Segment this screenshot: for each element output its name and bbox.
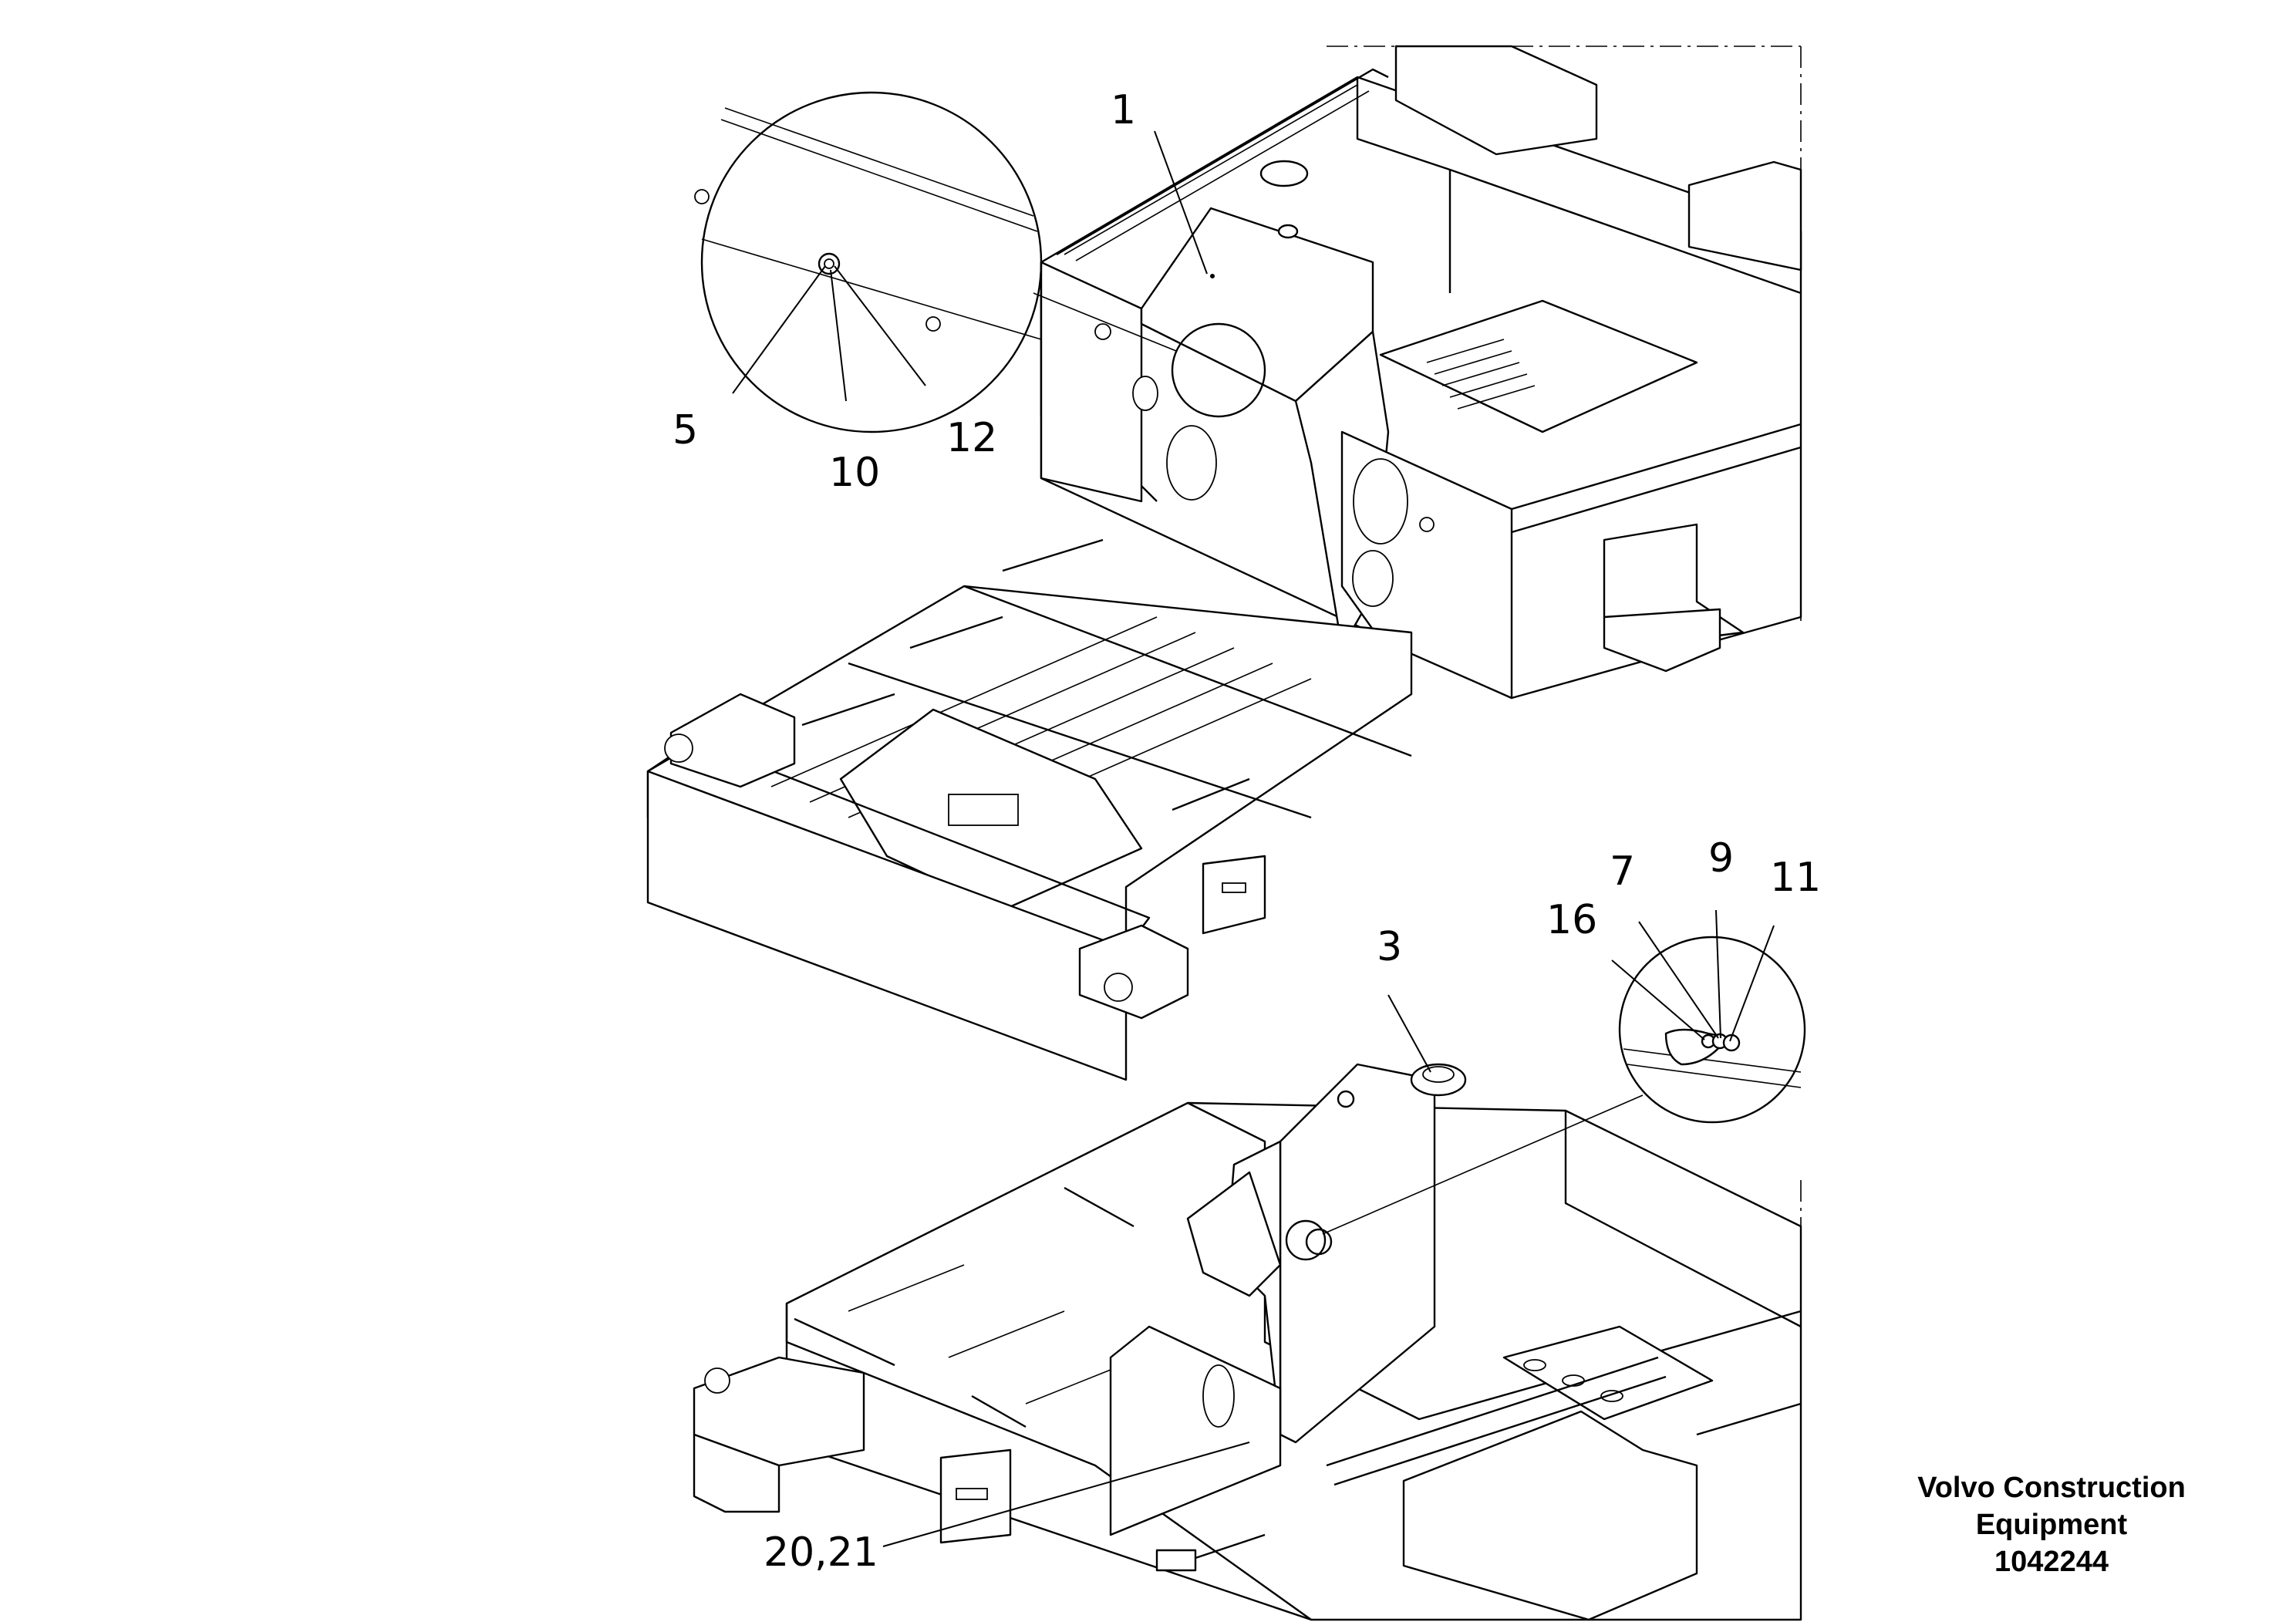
upper-housing <box>1394 45 1598 156</box>
detail-circle-bottom <box>1618 936 1806 1124</box>
tank-side-bracket <box>1186 1171 1282 1297</box>
callout-16: 16 <box>1546 897 1597 943</box>
detail-ref-circle-top <box>1171 322 1266 418</box>
detail-circle-top <box>700 91 1043 433</box>
right-lower-housing <box>1402 1410 1698 1621</box>
front-beam <box>646 770 1128 1081</box>
top-assembly-view <box>646 45 1802 1081</box>
callout-10: 10 <box>829 450 880 496</box>
callout-20-21: 20,21 <box>764 1529 878 1576</box>
filler-cap <box>1259 160 1309 187</box>
detail-ref-circle-bottom <box>1285 1219 1327 1261</box>
callout-1: 1 <box>1111 87 1136 133</box>
publisher-block: Volvo Construction Equipment 1042244 <box>1851 1469 2252 1580</box>
clamp <box>1155 1549 1197 1572</box>
left-side-plate <box>1040 261 1143 503</box>
bottom-assembly-view <box>693 909 1806 1622</box>
right-foot <box>1603 608 1721 673</box>
left-end-bracket <box>669 693 796 788</box>
callout-5: 5 <box>673 407 698 454</box>
right-housing <box>1687 160 1802 271</box>
publisher-name-line2: Equipment <box>1975 1509 2128 1541</box>
callout-3: 3 <box>1377 924 1402 970</box>
publisher-name-line1: Volvo Construction <box>1917 1472 2186 1504</box>
callout-11: 11 <box>1770 855 1821 901</box>
floor-plate <box>1379 299 1698 433</box>
callout-9: 9 <box>1708 835 1734 882</box>
mount-plate <box>1202 855 1266 935</box>
callout-12: 12 <box>946 415 997 461</box>
document-number: 1042244 <box>1994 1546 2109 1578</box>
front-bracket-plate <box>1109 1325 1282 1536</box>
callout-7: 7 <box>1610 848 1635 895</box>
